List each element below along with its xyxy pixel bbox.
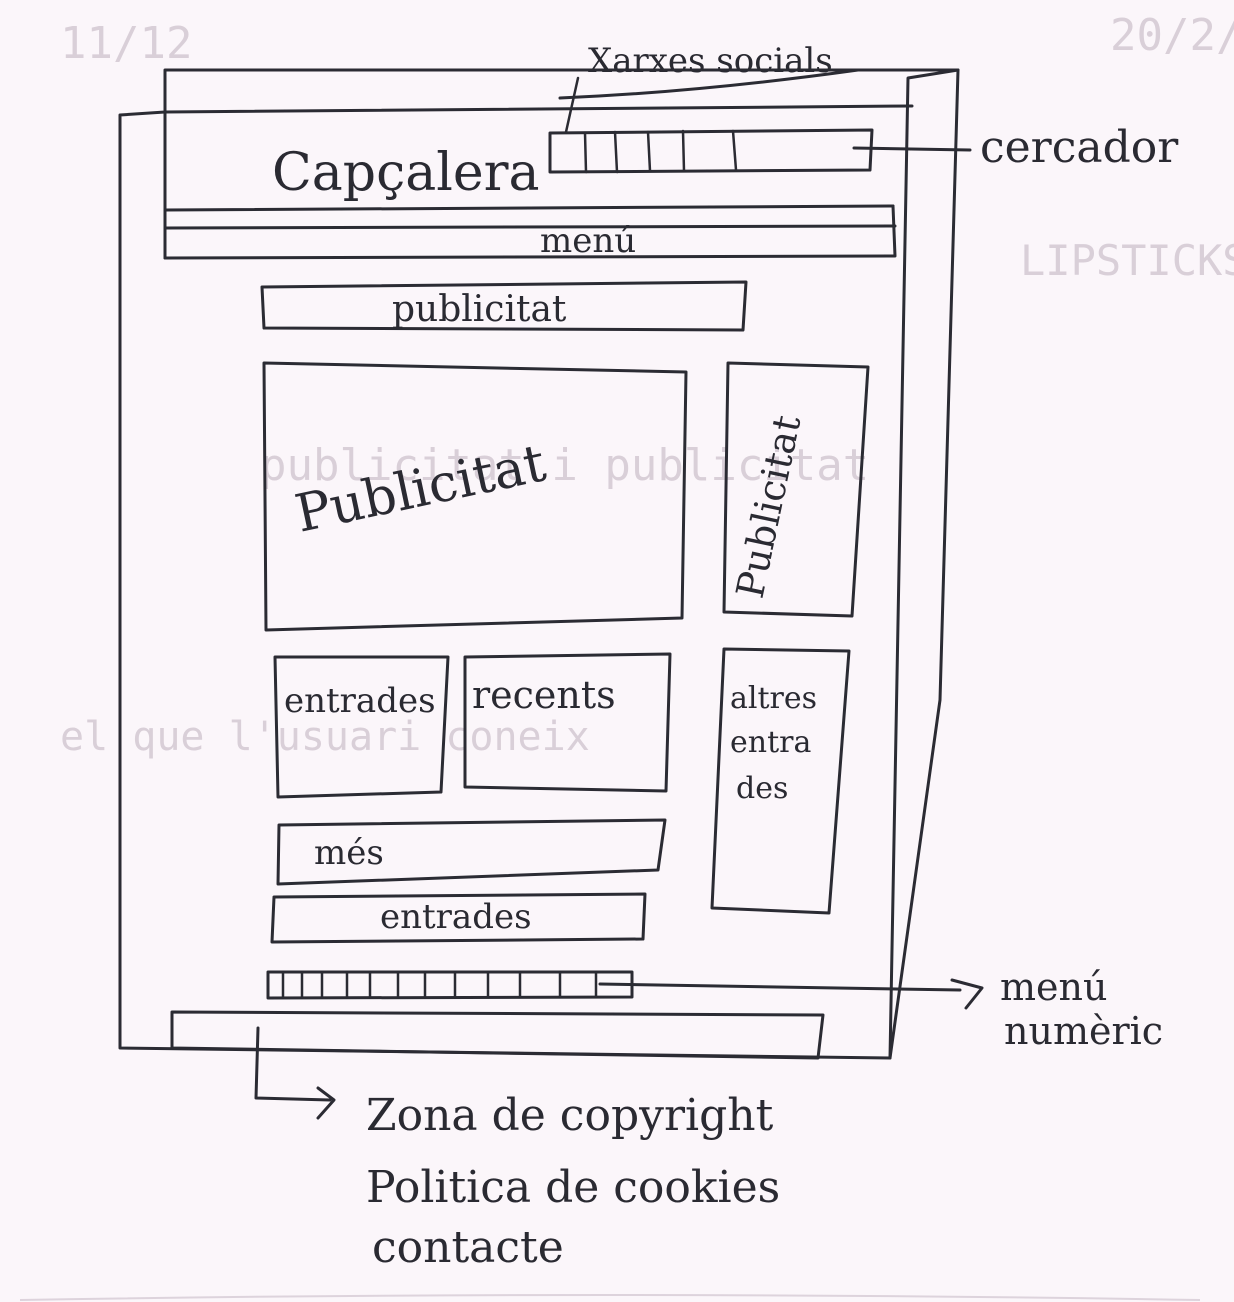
other-posts-line2: entra: [730, 725, 811, 760]
other-posts-line3: des: [736, 771, 788, 806]
social-strip: Xarxes socials: [548, 41, 874, 174]
recent-middle-label: recents: [472, 673, 616, 717]
header-block: Capçalera: [163, 68, 914, 260]
footer-pointer: [254, 1026, 336, 1120]
entries-box: [270, 892, 647, 944]
other-posts-box: [710, 647, 851, 915]
search-annotation: cercador: [852, 122, 1179, 173]
footer-cookies: Politica de cookies: [366, 1162, 780, 1213]
banner-ad: [260, 280, 748, 332]
svg-text:publicitat i publicitat: publicitat i publicitat: [260, 440, 869, 491]
bleed-through: 11/12 20/2/16 LIPSTICKS publicitat i pub…: [19, 10, 1234, 1301]
more-box: [276, 818, 667, 886]
svg-text:11/12: 11/12: [60, 18, 192, 69]
other-posts-line1: altres: [730, 681, 817, 716]
more-label: més: [314, 833, 384, 873]
pagination-label-line2: numèric: [1004, 1009, 1163, 1053]
recent-box-left: [273, 655, 450, 799]
recent-box-middle: [463, 652, 672, 793]
banner-ad-label: publicitat: [392, 289, 567, 330]
svg-text:LIPSTICKS: LIPSTICKS: [1020, 236, 1234, 285]
main-ad: [262, 361, 688, 632]
footer-contact: contacte: [372, 1222, 564, 1273]
pagination-strip: menú numèric: [266, 965, 1163, 1053]
header-title: Capçalera: [272, 143, 539, 203]
recent-left-label: entrades: [284, 681, 436, 721]
entries-label: entrades: [380, 897, 532, 937]
side-ad: [722, 361, 870, 618]
page-outline-right: [888, 68, 960, 1060]
page-outline: [118, 68, 960, 1060]
search-label: cercador: [980, 122, 1179, 173]
menu-label: menú: [540, 221, 636, 261]
footer-box: [170, 1010, 825, 1060]
footer-copyright: Zona de copyright: [366, 1090, 774, 1141]
social-label: Xarxes socials: [588, 41, 833, 81]
pagination-label-line1: menú: [1000, 965, 1107, 1009]
svg-text:el que l'usuari coneix: el que l'usuari coneix: [60, 714, 590, 760]
svg-text:20/2/16: 20/2/16: [1110, 10, 1234, 61]
